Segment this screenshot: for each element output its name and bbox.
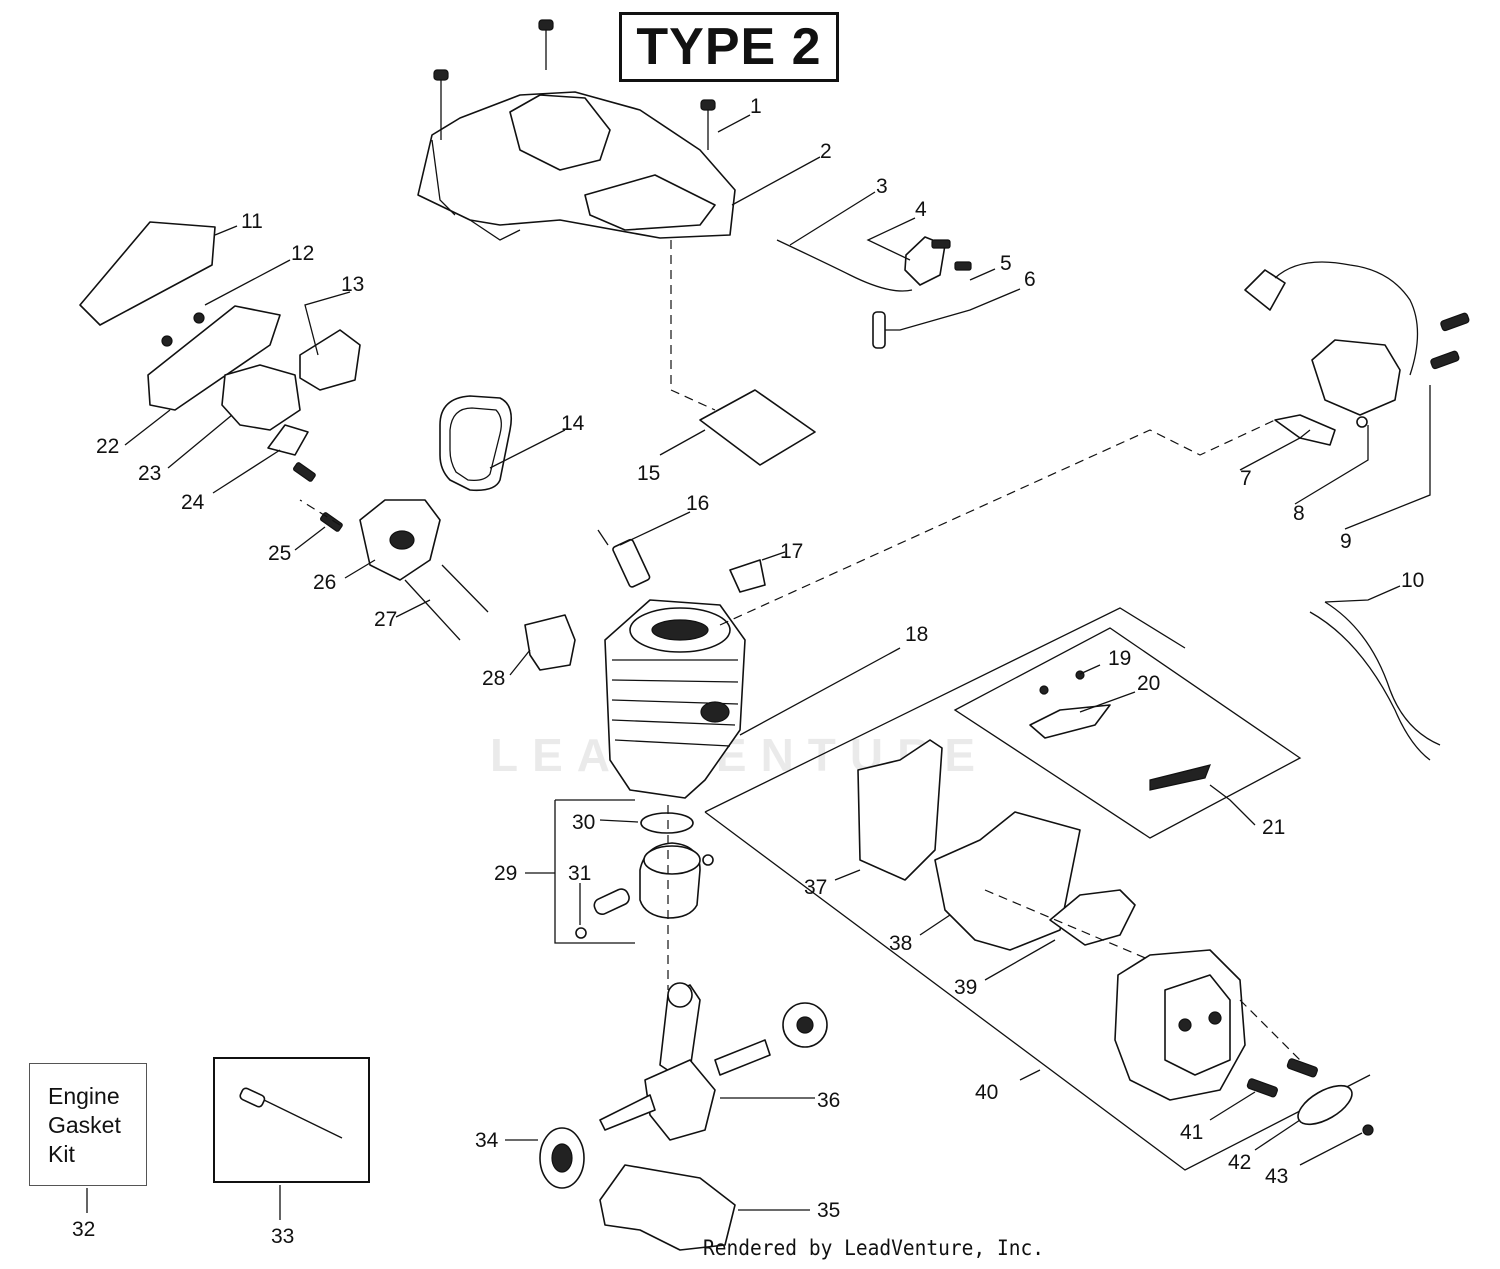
callout-10: 10	[1401, 569, 1424, 592]
callout-3: 3	[876, 175, 888, 198]
callout-4: 4	[915, 198, 927, 221]
callout-14: 14	[561, 412, 585, 435]
crankshaft-part	[599, 982, 828, 1141]
scrench-tool-part	[239, 1087, 343, 1139]
diagram-type-title: TYPE 2	[619, 12, 839, 82]
callout-36: 36	[817, 1089, 840, 1112]
callout-16: 16	[686, 492, 709, 515]
callout-labels: 1 2 3 4 5 6 7 8 9 10 11 12 13 14 15 16 1…	[72, 95, 1424, 1248]
callout-24: 24	[181, 491, 205, 514]
callout-23: 23	[138, 462, 161, 485]
piston-assembly	[554, 799, 714, 944]
bearing-part	[539, 1127, 585, 1189]
callout-8: 8	[1293, 502, 1305, 525]
engine-gasket-kit-label: Engine Gasket Kit	[48, 1082, 148, 1169]
cover-screws	[433, 19, 716, 150]
callout-27: 27	[374, 608, 397, 631]
callout-41: 41	[1180, 1121, 1203, 1144]
callout-40: 40	[975, 1081, 998, 1104]
callout-5: 5	[1000, 252, 1012, 275]
spark-plug-part	[597, 529, 766, 593]
leader-lines	[86, 114, 1431, 1220]
callout-37: 37	[804, 876, 827, 899]
cylinder-part	[604, 599, 746, 799]
callout-1: 1	[750, 95, 762, 118]
callout-13: 13	[341, 273, 364, 296]
crankcase-part	[599, 1164, 736, 1251]
filter-pad-part	[699, 389, 816, 466]
callout-25: 25	[268, 542, 291, 565]
callout-11: 11	[241, 210, 263, 233]
render-credit-footer: Rendered by LeadVenture, Inc.	[703, 1236, 1044, 1260]
callout-19: 19	[1108, 647, 1131, 670]
callout-39: 39	[954, 976, 977, 999]
kit-label-line-1: Engine	[48, 1083, 120, 1109]
tool-box	[213, 1057, 370, 1183]
intake-boot-part	[439, 395, 513, 492]
kit-label-line-2: Gasket	[48, 1112, 121, 1138]
callout-43: 43	[1265, 1165, 1288, 1188]
callout-42: 42	[1228, 1151, 1251, 1174]
callout-30: 30	[572, 811, 595, 834]
callout-35: 35	[817, 1199, 840, 1222]
engine-gasket-kit-box	[29, 1063, 147, 1186]
callout-38: 38	[889, 932, 912, 955]
callout-15: 15	[637, 462, 660, 485]
callout-29: 29	[494, 862, 517, 885]
assembly-dash-lines	[299, 240, 1301, 1061]
fuel-system-parts	[776, 236, 972, 349]
callout-33: 33	[271, 1225, 294, 1248]
callout-7: 7	[1240, 467, 1252, 490]
callout-22: 22	[96, 435, 119, 458]
wire-harness-part	[1309, 601, 1441, 761]
callout-12: 12	[291, 242, 314, 265]
callout-34: 34	[475, 1129, 499, 1152]
carburetor-assembly	[147, 305, 361, 456]
callout-6: 6	[1024, 268, 1036, 291]
top-cover-part	[417, 91, 736, 241]
ignition-module-part	[1244, 261, 1470, 446]
callout-20: 20	[1137, 672, 1160, 695]
callout-31: 31	[568, 862, 591, 885]
intake-adapter-parts	[293, 462, 576, 671]
air-filter-part	[79, 221, 216, 326]
kit-label-line-3: Kit	[48, 1141, 75, 1167]
callout-28: 28	[482, 667, 505, 690]
callout-21: 21	[1262, 816, 1285, 839]
callout-9: 9	[1340, 530, 1352, 553]
callout-32: 32	[72, 1218, 95, 1241]
callout-18: 18	[905, 623, 928, 646]
callout-17: 17	[780, 540, 803, 563]
callout-2: 2	[820, 140, 832, 163]
callout-26: 26	[313, 571, 336, 594]
